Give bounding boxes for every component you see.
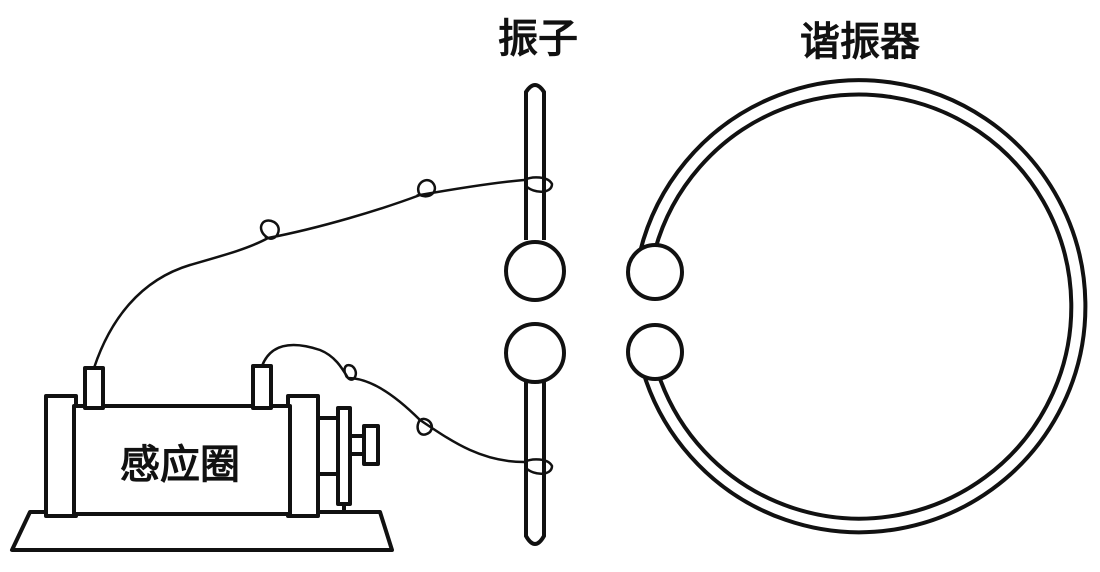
oscillator-label: 振子	[498, 16, 578, 62]
coil-body	[72, 404, 292, 516]
resonator-ring-inner	[653, 92, 1074, 521]
knob-head	[362, 424, 380, 466]
oscillator-lower-ball	[504, 322, 566, 384]
resonator	[626, 78, 1088, 535]
coil-right-support	[286, 394, 320, 518]
resonator-label: 谐振器	[800, 19, 921, 65]
coil-terminal-left	[83, 366, 105, 410]
oscillator-lower-rod	[524, 380, 546, 546]
wires	[92, 176, 554, 475]
knob-post	[336, 406, 352, 506]
knob-shaft	[348, 434, 366, 456]
coil-left-support	[44, 394, 78, 518]
oscillator-upper-rod	[524, 83, 546, 240]
induction-coil	[10, 364, 394, 552]
wire-upper	[92, 176, 554, 370]
resonator-lower-ball	[626, 323, 684, 381]
oscillator	[504, 83, 566, 546]
knob-bracket	[316, 416, 340, 476]
resonator-upper-ball	[626, 243, 684, 301]
coil-base	[10, 510, 394, 552]
resonator-ring-outer	[638, 78, 1088, 535]
wire-lower	[260, 343, 554, 475]
induction-coil-label: 感应圈	[120, 442, 240, 488]
coil-terminal-right	[251, 364, 273, 410]
oscillator-upper-ball	[504, 240, 566, 302]
